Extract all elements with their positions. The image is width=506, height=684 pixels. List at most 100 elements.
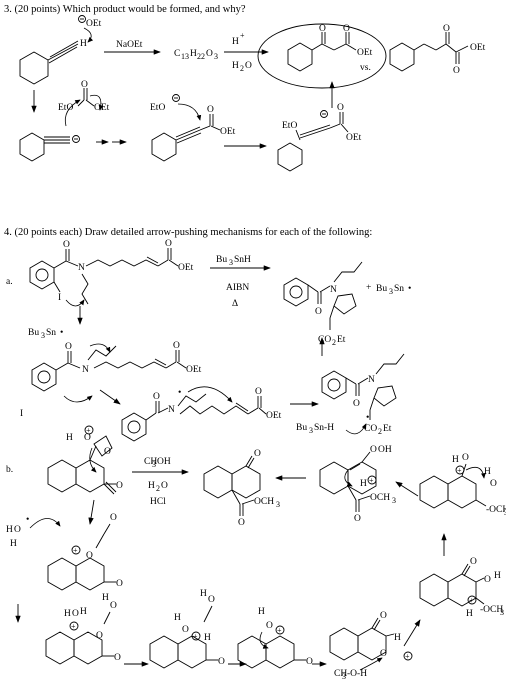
svg-text:N: N bbox=[168, 405, 175, 415]
svg-text:+: + bbox=[405, 652, 410, 661]
svg-text:•: • bbox=[26, 515, 29, 525]
svg-text:Et: Et bbox=[337, 335, 346, 345]
intermediate-formula: C 13 H 22 O 3 bbox=[174, 49, 218, 61]
svg-text:+: + bbox=[73, 546, 78, 555]
svg-text:O: O bbox=[96, 631, 103, 641]
svg-text:O: O bbox=[353, 399, 360, 409]
svg-text:3: 3 bbox=[500, 608, 504, 617]
svg-text:O: O bbox=[86, 551, 93, 561]
svg-text:3: 3 bbox=[152, 460, 156, 469]
svg-text:N: N bbox=[330, 285, 337, 295]
svg-text:C: C bbox=[174, 49, 180, 59]
svg-text:H: H bbox=[452, 455, 459, 465]
svg-text:H: H bbox=[258, 607, 265, 617]
svg-text:O: O bbox=[116, 579, 123, 589]
svg-text:2: 2 bbox=[156, 484, 160, 493]
oxocarbenium-intermediate: H O + H O -OCH 3 bbox=[419, 453, 506, 517]
cyclized-radical: O N CO 2 Et • bbox=[321, 353, 405, 436]
aryl-radical-intermediate: O N O OEt bbox=[31, 341, 202, 403]
svg-text:H: H bbox=[232, 61, 239, 71]
svg-text:O: O bbox=[484, 575, 491, 585]
svg-text:H: H bbox=[200, 589, 207, 599]
svg-text:O: O bbox=[207, 105, 214, 115]
svg-text:O: O bbox=[337, 103, 344, 113]
svg-text:Sn: Sn bbox=[394, 284, 404, 294]
svg-text:H: H bbox=[10, 539, 17, 549]
reagent-naoet: NaOEt bbox=[116, 40, 143, 50]
diethyl-carbonate: EtO O OEt bbox=[58, 80, 110, 127]
svg-text:H: H bbox=[148, 481, 155, 491]
water-labels: I bbox=[20, 409, 23, 419]
svg-text:Bu: Bu bbox=[296, 423, 307, 433]
svg-text:O: O bbox=[104, 447, 111, 457]
svg-text:CO: CO bbox=[364, 424, 377, 434]
svg-text:H: H bbox=[80, 607, 87, 617]
svg-text:3: 3 bbox=[392, 496, 396, 505]
part-a-label: a. bbox=[6, 277, 13, 287]
svg-text:O: O bbox=[218, 657, 225, 667]
svg-text:OEt: OEt bbox=[186, 365, 202, 375]
svg-text:O: O bbox=[65, 342, 72, 352]
svg-text:OEt: OEt bbox=[346, 133, 362, 143]
svg-text:O: O bbox=[380, 649, 387, 659]
svg-text:O: O bbox=[182, 625, 189, 635]
svg-text:O: O bbox=[380, 611, 387, 621]
enolate-intermediate: EtO O OEt bbox=[277, 103, 362, 172]
svg-text:OEt: OEt bbox=[470, 43, 486, 53]
svg-text:O: O bbox=[245, 61, 252, 71]
svg-text:O: O bbox=[84, 433, 91, 443]
svg-text:N: N bbox=[368, 375, 375, 385]
svg-text:I: I bbox=[20, 409, 23, 419]
svg-text:OEt: OEt bbox=[357, 48, 373, 58]
part-b-reagents: CH 3 OH H 2 O HCl bbox=[144, 457, 171, 507]
svg-text:OCH: OCH bbox=[254, 497, 274, 507]
svg-text:O: O bbox=[443, 24, 450, 34]
part-b-final-product: O O OCH 3 bbox=[203, 449, 280, 528]
svg-text:2: 2 bbox=[378, 427, 382, 436]
svg-text:O: O bbox=[255, 387, 262, 397]
svg-text:+: + bbox=[277, 626, 282, 635]
svg-text:H: H bbox=[484, 467, 491, 477]
svg-text:3: 3 bbox=[342, 672, 346, 681]
svg-text:H: H bbox=[190, 49, 197, 59]
part-b-starting-ketal: H O + O O bbox=[47, 425, 123, 495]
svg-text:2: 2 bbox=[240, 64, 244, 73]
svg-text:3: 3 bbox=[309, 426, 313, 435]
svg-text:H: H bbox=[466, 609, 473, 619]
svg-text:+: + bbox=[86, 426, 91, 435]
svg-text:O: O bbox=[343, 24, 350, 34]
svg-text:+: + bbox=[469, 596, 474, 605]
svg-text:O: O bbox=[72, 609, 79, 619]
svg-text:O: O bbox=[165, 239, 172, 249]
svg-text:AIBN: AIBN bbox=[226, 283, 249, 293]
svg-text:O: O bbox=[114, 653, 121, 663]
svg-text:+: + bbox=[193, 632, 198, 641]
tin-hydride-label: Bu 3 Sn-H bbox=[296, 423, 367, 435]
svg-text:O: O bbox=[153, 392, 160, 402]
part-a-product-pyrrolidine: O N CO 2 Et + Bu 3 Sn • bbox=[283, 261, 411, 347]
svg-text:•: • bbox=[366, 413, 369, 423]
alkyl-radical-cyclization: O N O OEt • bbox=[121, 386, 282, 442]
hemiketal-intermediate: O O H -OCH 3 H + bbox=[419, 557, 504, 619]
svg-text:2: 2 bbox=[332, 338, 336, 347]
svg-text:•: • bbox=[408, 284, 411, 294]
svg-text:O: O bbox=[315, 307, 322, 317]
svg-text:I: I bbox=[58, 293, 61, 303]
svg-text:Sn-H: Sn-H bbox=[314, 423, 334, 433]
svg-text:Bu: Bu bbox=[28, 328, 39, 338]
product-option-2: O O OEt bbox=[389, 24, 486, 76]
svg-text:O: O bbox=[14, 525, 21, 535]
svg-text:O: O bbox=[306, 657, 313, 667]
svg-text:Bu: Bu bbox=[376, 284, 387, 294]
svg-text:O: O bbox=[81, 80, 88, 90]
svg-text:EtO: EtO bbox=[150, 103, 165, 113]
svg-text:H: H bbox=[102, 593, 109, 603]
svg-text:O: O bbox=[354, 514, 361, 524]
svg-text:13: 13 bbox=[181, 52, 189, 61]
svg-text:H: H bbox=[494, 571, 501, 581]
svg-text:3: 3 bbox=[504, 508, 506, 517]
svg-text:O: O bbox=[370, 445, 377, 455]
svg-text:EtO: EtO bbox=[58, 103, 73, 113]
svg-text:+: + bbox=[366, 283, 371, 293]
